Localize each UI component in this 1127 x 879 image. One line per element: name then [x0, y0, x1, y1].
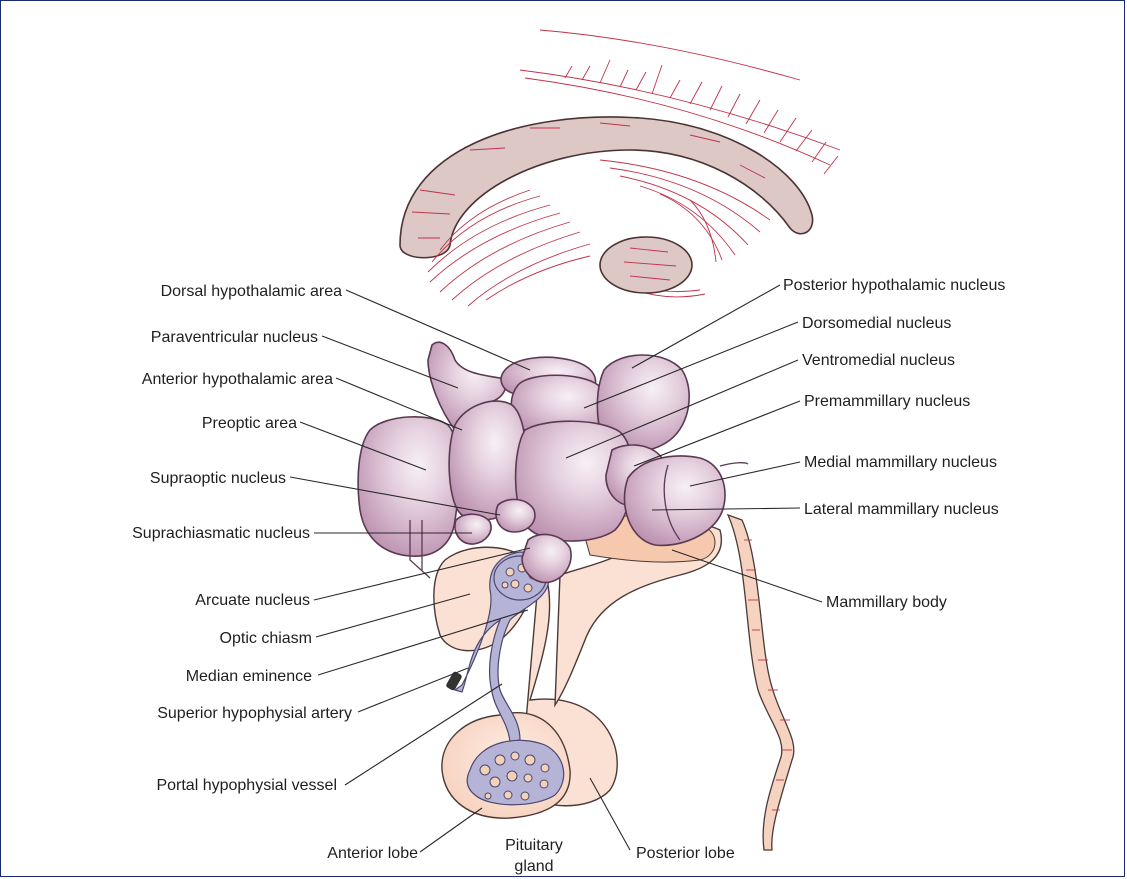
pituitary-tail	[728, 515, 794, 850]
label-median-eminence: Median eminence	[186, 668, 312, 685]
label-suprachiasmatic-nucleus: Suprachiasmatic nucleus	[132, 525, 310, 542]
label-pituitary-gland-line1: Pituitary	[505, 837, 563, 854]
fornix	[600, 237, 692, 293]
label-preoptic-area: Preoptic area	[202, 415, 297, 432]
label-medial-mammillary-nucleus: Medial mammillary nucleus	[804, 454, 997, 471]
preoptic-area-shape	[358, 417, 459, 556]
label-anterior-lobe: Anterior lobe	[327, 845, 418, 862]
leader-superior-hypophysial-artery	[358, 668, 468, 712]
suprachiasmatic-nucleus-shape	[455, 514, 491, 544]
label-posterior-lobe: Posterior lobe	[636, 845, 735, 862]
leader-anterior-lobe	[420, 808, 482, 852]
label-portal-hypophysial-vessel: Portal hypophysial vessel	[156, 777, 337, 794]
arcuate-nucleus-shape	[522, 534, 571, 582]
label-optic-chiasm: Optic chiasm	[220, 630, 312, 647]
label-anterior-hypothalamic-area: Anterior hypothalamic area	[142, 371, 333, 388]
fornix-entry-line	[720, 463, 748, 466]
label-dorsal-hypothalamic-area: Dorsal hypothalamic area	[161, 283, 343, 300]
label-ventromedial-nucleus: Ventromedial nucleus	[802, 352, 955, 369]
label-posterior-hypothalamic-nucleus: Posterior hypothalamic nucleus	[783, 277, 1005, 294]
supraoptic-nucleus-shape	[496, 499, 535, 532]
label-arcuate-nucleus: Arcuate nucleus	[195, 592, 310, 609]
label-premammillary-nucleus: Premammillary nucleus	[804, 393, 970, 410]
label-paraventricular-nucleus: Paraventricular nucleus	[151, 329, 318, 346]
label-supraoptic-nucleus: Supraoptic nucleus	[150, 470, 286, 487]
leader-posterior-hypothalamic-nucleus	[632, 285, 780, 368]
label-lateral-mammillary-nucleus: Lateral mammillary nucleus	[804, 501, 999, 518]
label-mammillary-body: Mammillary body	[826, 594, 947, 611]
corpus-callosum	[400, 30, 840, 306]
label-pituitary-gland-line2: gland	[514, 858, 553, 875]
label-dorsomedial-nucleus: Dorsomedial nucleus	[802, 315, 951, 332]
label-superior-hypophysial-artery: Superior hypophysial artery	[157, 705, 352, 722]
